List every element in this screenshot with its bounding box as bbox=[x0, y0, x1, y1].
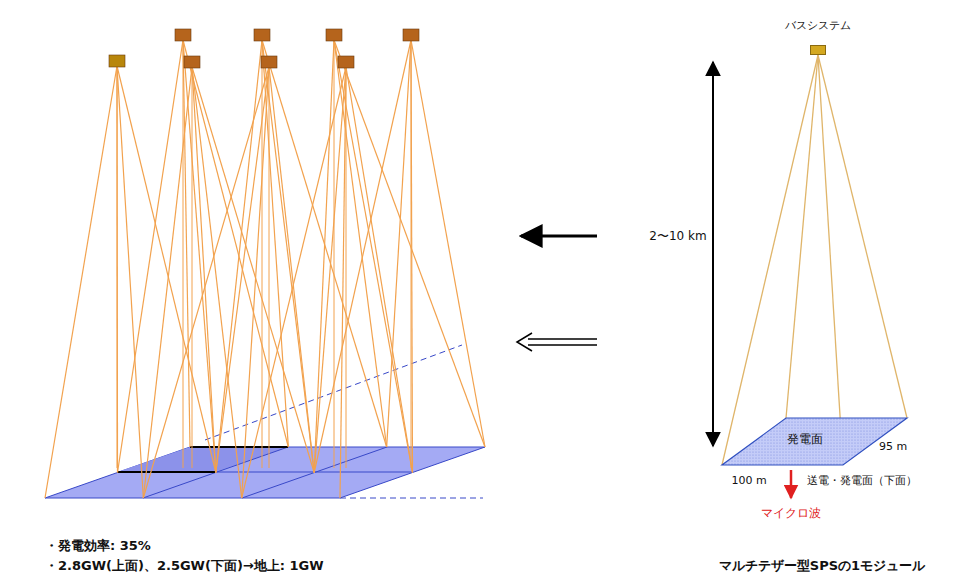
panel-array bbox=[45, 345, 485, 498]
tether-line bbox=[314, 67, 346, 473]
tether-line bbox=[269, 67, 314, 473]
dimension-label: 95 m bbox=[879, 440, 907, 453]
tether-line bbox=[818, 55, 843, 465]
microwave-label: マイクロ波 bbox=[761, 506, 821, 520]
tether-line bbox=[242, 67, 269, 498]
double-arrow-line bbox=[528, 338, 597, 340]
tether-line bbox=[118, 40, 184, 473]
tether-line bbox=[192, 67, 242, 498]
tether-line bbox=[143, 67, 269, 498]
tether-line bbox=[45, 66, 117, 498]
bus-system-box bbox=[254, 29, 270, 41]
panel-label: 発電面 bbox=[787, 432, 823, 446]
height-arrow bbox=[712, 62, 714, 446]
double-arrow-line bbox=[528, 344, 597, 346]
tether-line bbox=[722, 55, 818, 465]
tether-line bbox=[346, 67, 347, 468]
tether-line bbox=[411, 40, 412, 468]
solid-arrow bbox=[521, 235, 597, 238]
tether-line bbox=[192, 67, 193, 468]
tether-line bbox=[242, 67, 346, 498]
caption: マルチテザー型SPSの1モジュール bbox=[719, 558, 925, 574]
bus-group bbox=[109, 29, 419, 68]
bus-system-box bbox=[403, 29, 419, 41]
bus-system-box bbox=[261, 56, 277, 68]
tether-line bbox=[117, 66, 216, 473]
tether-line bbox=[334, 40, 335, 468]
bus-system-box bbox=[184, 56, 200, 68]
dimension-label: 100 m bbox=[731, 474, 766, 487]
tether-line bbox=[216, 67, 269, 473]
tether-line bbox=[334, 40, 485, 447]
double-arrow bbox=[517, 333, 597, 351]
tether-line bbox=[117, 66, 118, 468]
bus-system-box bbox=[109, 55, 125, 67]
tether-line bbox=[117, 66, 143, 498]
tether-line bbox=[262, 40, 314, 473]
tether-line bbox=[314, 40, 411, 473]
tether-line bbox=[216, 40, 262, 473]
microwave-arrow bbox=[790, 470, 793, 498]
tether-group bbox=[45, 40, 485, 498]
part-label: バスシステム bbox=[785, 19, 851, 32]
note: ・発電効率: 35% bbox=[45, 538, 151, 554]
tether-line bbox=[334, 40, 413, 473]
bus-system-box bbox=[175, 29, 191, 41]
tether-line bbox=[346, 67, 413, 473]
tether-line bbox=[818, 55, 907, 418]
note: ・2.8GW(上面)、2.5GW(下面)→地上: 1GW bbox=[45, 558, 324, 574]
bus-system-box-outline bbox=[810, 45, 826, 55]
surface-label: 送電・発電面（下面） bbox=[807, 474, 917, 487]
tether-line bbox=[269, 67, 270, 468]
tether-line bbox=[786, 55, 818, 418]
bus-system-shape bbox=[811, 46, 826, 55]
grid-line bbox=[117, 472, 412, 473]
tether-line bbox=[262, 40, 263, 468]
bus-system-box bbox=[338, 56, 354, 68]
panel-array-surface bbox=[45, 447, 485, 498]
double-arrow-head bbox=[517, 333, 532, 351]
tether-line bbox=[262, 40, 288, 447]
tether-line bbox=[411, 40, 485, 447]
tether-line bbox=[143, 67, 192, 498]
tether-line bbox=[411, 40, 413, 473]
tether-line bbox=[387, 40, 411, 447]
tether-line bbox=[183, 40, 184, 468]
dashed-extension bbox=[340, 498, 483, 499]
tether-line bbox=[116, 66, 118, 473]
grid-line bbox=[117, 471, 215, 473]
tether-line bbox=[192, 67, 216, 473]
dimension-label: 2〜10 km bbox=[649, 229, 706, 243]
grid-line bbox=[190, 446, 288, 448]
tether-line bbox=[183, 40, 190, 447]
bus-system-box: バスシステム bbox=[810, 45, 826, 55]
bus-system-box bbox=[326, 29, 342, 41]
panel-shape bbox=[722, 418, 907, 465]
